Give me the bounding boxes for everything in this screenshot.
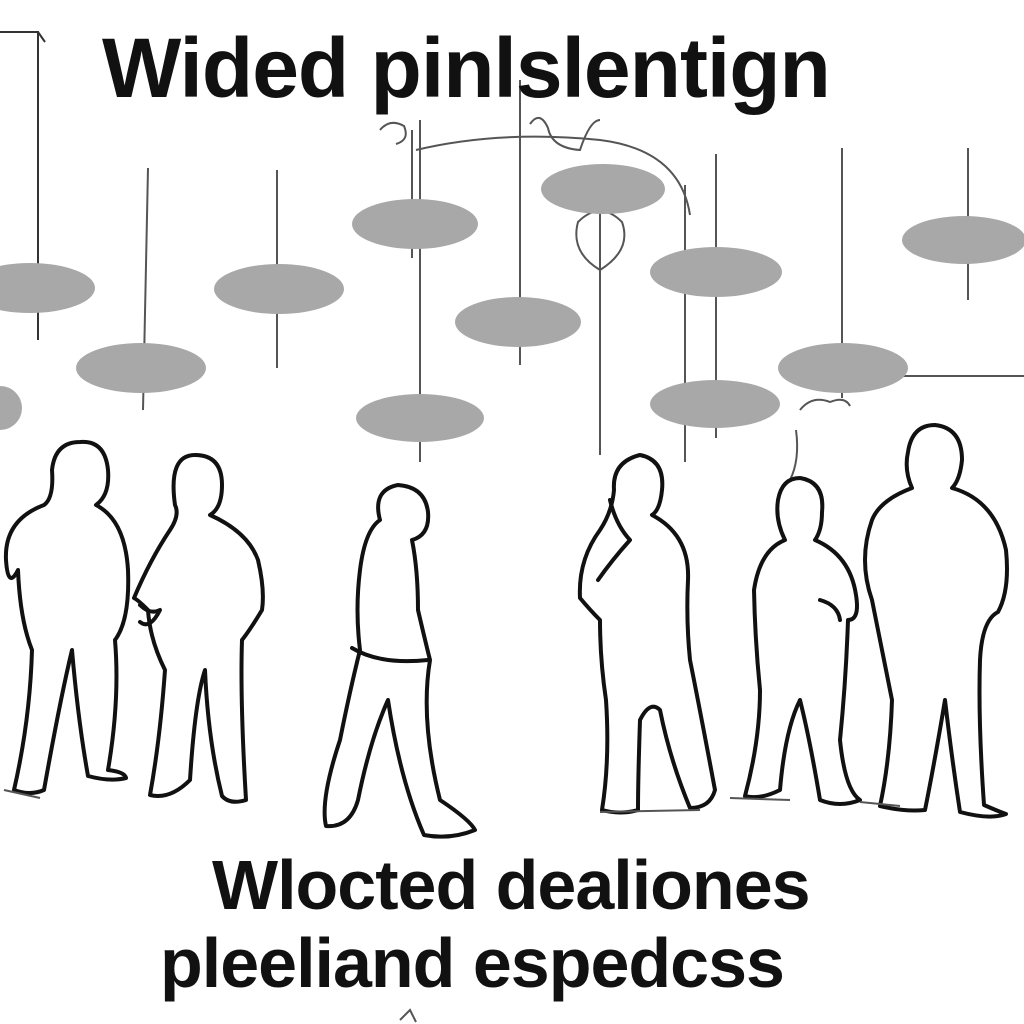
disc bbox=[214, 264, 344, 314]
person-figure bbox=[577, 453, 717, 815]
frame-corner bbox=[0, 31, 46, 340]
image-title: Wided pinlslentign bbox=[102, 21, 831, 115]
person-figure bbox=[743, 476, 862, 806]
ground-marks bbox=[3, 789, 901, 1023]
people-figures bbox=[3, 423, 1009, 839]
disc bbox=[902, 216, 1024, 264]
disc bbox=[352, 199, 478, 249]
person-figure bbox=[322, 483, 477, 839]
disc bbox=[0, 386, 22, 430]
disc bbox=[778, 343, 908, 393]
person-figure bbox=[3, 439, 131, 795]
disc bbox=[76, 343, 206, 393]
person-figure bbox=[863, 423, 1009, 819]
disc bbox=[650, 380, 780, 428]
caption-line-2: pleeliand espedcss bbox=[160, 924, 785, 1002]
caption-line-1: Wlocted dealiones bbox=[212, 846, 811, 924]
disc bbox=[541, 164, 665, 214]
disc bbox=[356, 394, 484, 442]
disc bbox=[650, 247, 782, 297]
hanging-discs bbox=[0, 164, 1024, 442]
disc bbox=[455, 297, 581, 347]
disc bbox=[0, 263, 95, 313]
person-figure bbox=[132, 453, 265, 804]
hanging-strings bbox=[142, 80, 1024, 481]
